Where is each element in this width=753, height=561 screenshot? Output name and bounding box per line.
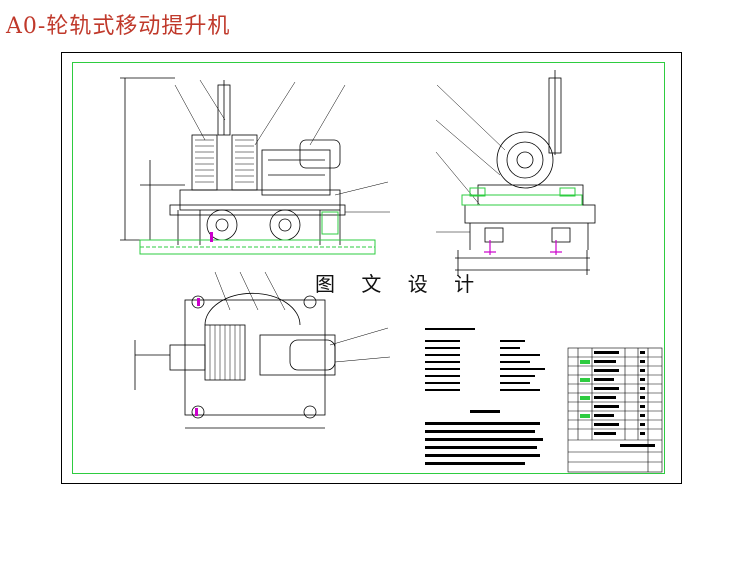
spec-notes bbox=[425, 328, 545, 465]
side-magenta bbox=[484, 240, 562, 255]
drawing-frame bbox=[72, 62, 665, 474]
front-magenta bbox=[210, 232, 213, 242]
title-block bbox=[567, 347, 663, 473]
side-green bbox=[461, 187, 583, 206]
page-title: A0-轮轨式移动提升机 bbox=[6, 14, 231, 39]
front-rail bbox=[139, 211, 376, 255]
front-view bbox=[120, 77, 390, 245]
top-view bbox=[134, 271, 391, 429]
watermark: 图 文 设 计 bbox=[315, 272, 485, 296]
drawing-sheet bbox=[61, 52, 682, 484]
title-block-green bbox=[580, 360, 590, 418]
side-view bbox=[435, 70, 596, 275]
top-magenta bbox=[195, 298, 200, 416]
title-block-text bbox=[594, 351, 655, 447]
